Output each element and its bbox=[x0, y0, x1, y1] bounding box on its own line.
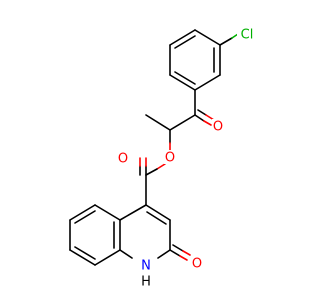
nitrogen-hydrogen-label: H bbox=[141, 275, 151, 290]
bond bbox=[174, 71, 196, 85]
bond bbox=[203, 120, 212, 126]
ester-carbonyl-oxygen-label: O bbox=[118, 152, 128, 167]
bond bbox=[156, 163, 166, 170]
bond bbox=[145, 114, 171, 131]
bond bbox=[145, 204, 171, 221]
bond bbox=[194, 29, 221, 46]
chlorine-atom-label: Cl bbox=[241, 28, 254, 43]
ester-ether-oxygen-label: O bbox=[165, 151, 175, 166]
lactam-oxygen-label: O bbox=[192, 257, 202, 272]
bond bbox=[69, 249, 96, 266]
bond bbox=[169, 74, 196, 91]
bond bbox=[194, 114, 205, 122]
bond bbox=[194, 74, 221, 91]
ketone-oxygen-label: O bbox=[213, 120, 223, 135]
bond bbox=[94, 204, 121, 221]
bond bbox=[74, 210, 96, 224]
bond bbox=[169, 29, 196, 46]
bond-group bbox=[69, 29, 239, 266]
bond bbox=[169, 249, 181, 257]
bond bbox=[174, 35, 196, 49]
bond bbox=[157, 249, 171, 259]
molecule-structure-diagram: Cl O O O O N H bbox=[69, 27, 257, 290]
bond bbox=[219, 37, 233, 46]
bond bbox=[179, 255, 188, 261]
bond bbox=[119, 249, 133, 259]
bond bbox=[197, 109, 207, 116]
bond bbox=[94, 249, 121, 266]
bond bbox=[182, 250, 191, 256]
atom-label-group: Cl O O O O N H bbox=[117, 28, 257, 290]
bond bbox=[74, 246, 96, 260]
bond bbox=[146, 211, 167, 225]
bond bbox=[69, 204, 96, 221]
bond bbox=[119, 204, 147, 221]
bond bbox=[169, 114, 196, 131]
ring-nitrogen-label: N bbox=[141, 259, 151, 274]
bond bbox=[172, 244, 184, 252]
bond bbox=[145, 168, 158, 176]
